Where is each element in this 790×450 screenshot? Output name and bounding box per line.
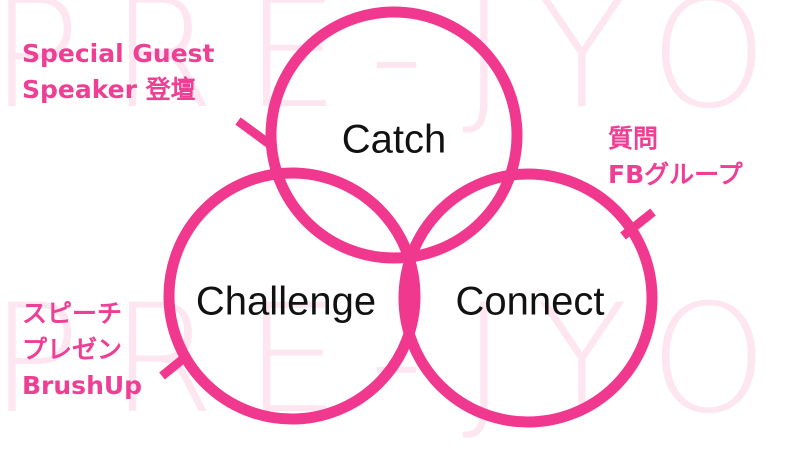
note-catch-line-2: Speaker 登壇 (22, 75, 196, 104)
label-challenge: Challenge (196, 280, 376, 324)
circle-challenge (163, 167, 421, 425)
label-connect: Connect (456, 280, 605, 324)
label-catch: Catch (342, 118, 447, 162)
circle-connect (398, 168, 658, 428)
note-catch: Special Guest Speaker 登壇 (22, 36, 215, 108)
circle-catch (265, 6, 523, 264)
note-challenge-line-2: プレゼン (22, 335, 123, 364)
note-challenge-line-3: BrushUp (22, 371, 143, 400)
connector-line-challenge (159, 355, 186, 380)
note-connect: 質問 FBグループ (608, 121, 743, 193)
note-challenge-line-1: スピーチ (22, 299, 123, 328)
note-connect-line-2: FBグループ (608, 160, 743, 189)
note-connect-line-1: 質問 (608, 124, 659, 153)
note-challenge: スピーチ プレゼン BrushUp (22, 296, 142, 404)
note-catch-line-1: Special Guest (22, 39, 215, 68)
